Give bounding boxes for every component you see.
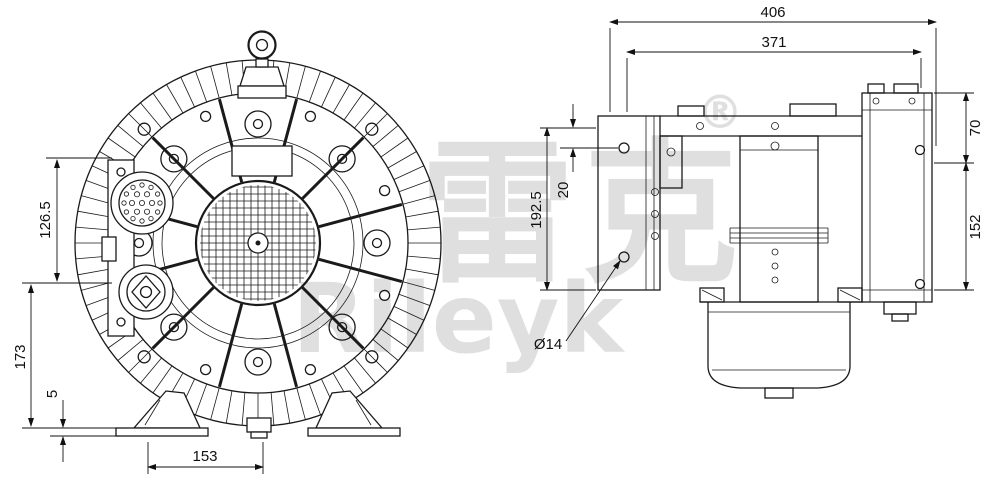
dim-label-20: 20 bbox=[555, 182, 572, 199]
dimension-70: 70 bbox=[934, 92, 984, 164]
side-view bbox=[597, 83, 933, 399]
dimension-20: 20 bbox=[555, 104, 618, 198]
dim-label-152: 152 bbox=[967, 214, 984, 239]
motor bbox=[707, 302, 851, 399]
dimension-371: 371 bbox=[626, 34, 922, 112]
bottom-center-stub bbox=[250, 431, 268, 439]
terminal-box bbox=[861, 83, 933, 322]
lifting-eye bbox=[237, 30, 287, 99]
left-foot bbox=[132, 390, 202, 429]
connector-key bbox=[131, 275, 161, 309]
dim-label-126-5: 126.5 bbox=[37, 201, 54, 239]
dimension-126-5: 126.5 bbox=[22, 157, 112, 284]
left-plate-tab bbox=[101, 236, 117, 262]
box-foot-pad bbox=[891, 313, 909, 322]
plate-bolt-bottom bbox=[116, 317, 126, 327]
dim-label-192-5: 192.5 bbox=[528, 191, 545, 229]
grille-rim bbox=[194, 179, 322, 307]
dim-label-70: 70 bbox=[967, 120, 984, 137]
dimension-152: 152 bbox=[934, 162, 984, 291]
dim-label-dia14: Ø14 bbox=[534, 336, 562, 353]
cable-gland-right bbox=[893, 83, 919, 94]
plate-hole-top bbox=[618, 142, 630, 154]
front-view bbox=[74, 30, 442, 439]
side-left-plate bbox=[597, 115, 661, 291]
watermark: ® 雷克 Rileyk bbox=[292, 85, 746, 375]
flange-hole-bottom bbox=[914, 278, 926, 290]
right-foot bbox=[314, 390, 384, 429]
leader-dia14: Ø14 bbox=[534, 260, 621, 353]
flange-bracket-left bbox=[699, 287, 725, 303]
dim-label-173: 173 bbox=[12, 344, 29, 369]
dimension-5: 5 bbox=[44, 390, 120, 462]
center-point bbox=[255, 240, 261, 246]
dim-label-406: 406 bbox=[760, 4, 785, 21]
top-boss-right bbox=[789, 103, 837, 117]
eye-mount bbox=[239, 66, 285, 87]
watermark-cjk-text: 雷克 bbox=[420, 124, 746, 305]
flange-hole-top bbox=[914, 144, 926, 156]
clamp-band bbox=[729, 227, 829, 244]
right-foot-base bbox=[307, 427, 401, 437]
electrical-connector-square bbox=[118, 264, 174, 320]
watermark-latin-text: Rileyk bbox=[292, 263, 625, 375]
electrical-connector-round bbox=[110, 171, 174, 235]
eye-hole bbox=[255, 38, 269, 52]
plate-hole-bottom bbox=[618, 251, 630, 263]
eye-ring bbox=[247, 30, 277, 60]
cable-gland-left bbox=[867, 83, 885, 94]
top-boss-left bbox=[677, 105, 705, 117]
dim-label-371: 371 bbox=[761, 34, 786, 51]
dim-label-5: 5 bbox=[44, 390, 61, 398]
left-foot-base bbox=[115, 427, 209, 437]
mounting-feet bbox=[115, 390, 401, 439]
plate-bolt-top bbox=[116, 167, 126, 177]
connector-pins bbox=[121, 182, 163, 224]
eye-shank bbox=[255, 58, 269, 68]
dim-label-153: 153 bbox=[192, 448, 217, 465]
casing-body bbox=[739, 135, 819, 303]
dimension-153: 153 bbox=[147, 442, 264, 474]
watermark-registered-symbol: ® bbox=[697, 85, 743, 139]
eye-mount-base bbox=[237, 85, 287, 99]
nameplate bbox=[231, 145, 293, 177]
dimension-192-5: 192.5 bbox=[528, 127, 596, 291]
motor-stub bbox=[764, 387, 794, 399]
bottom-center-tab bbox=[246, 417, 272, 433]
dimension-406: 406 bbox=[609, 4, 937, 146]
dimension-173: 173 bbox=[12, 284, 116, 429]
box-foot bbox=[883, 301, 917, 315]
bolt-ring-circle bbox=[152, 137, 364, 349]
